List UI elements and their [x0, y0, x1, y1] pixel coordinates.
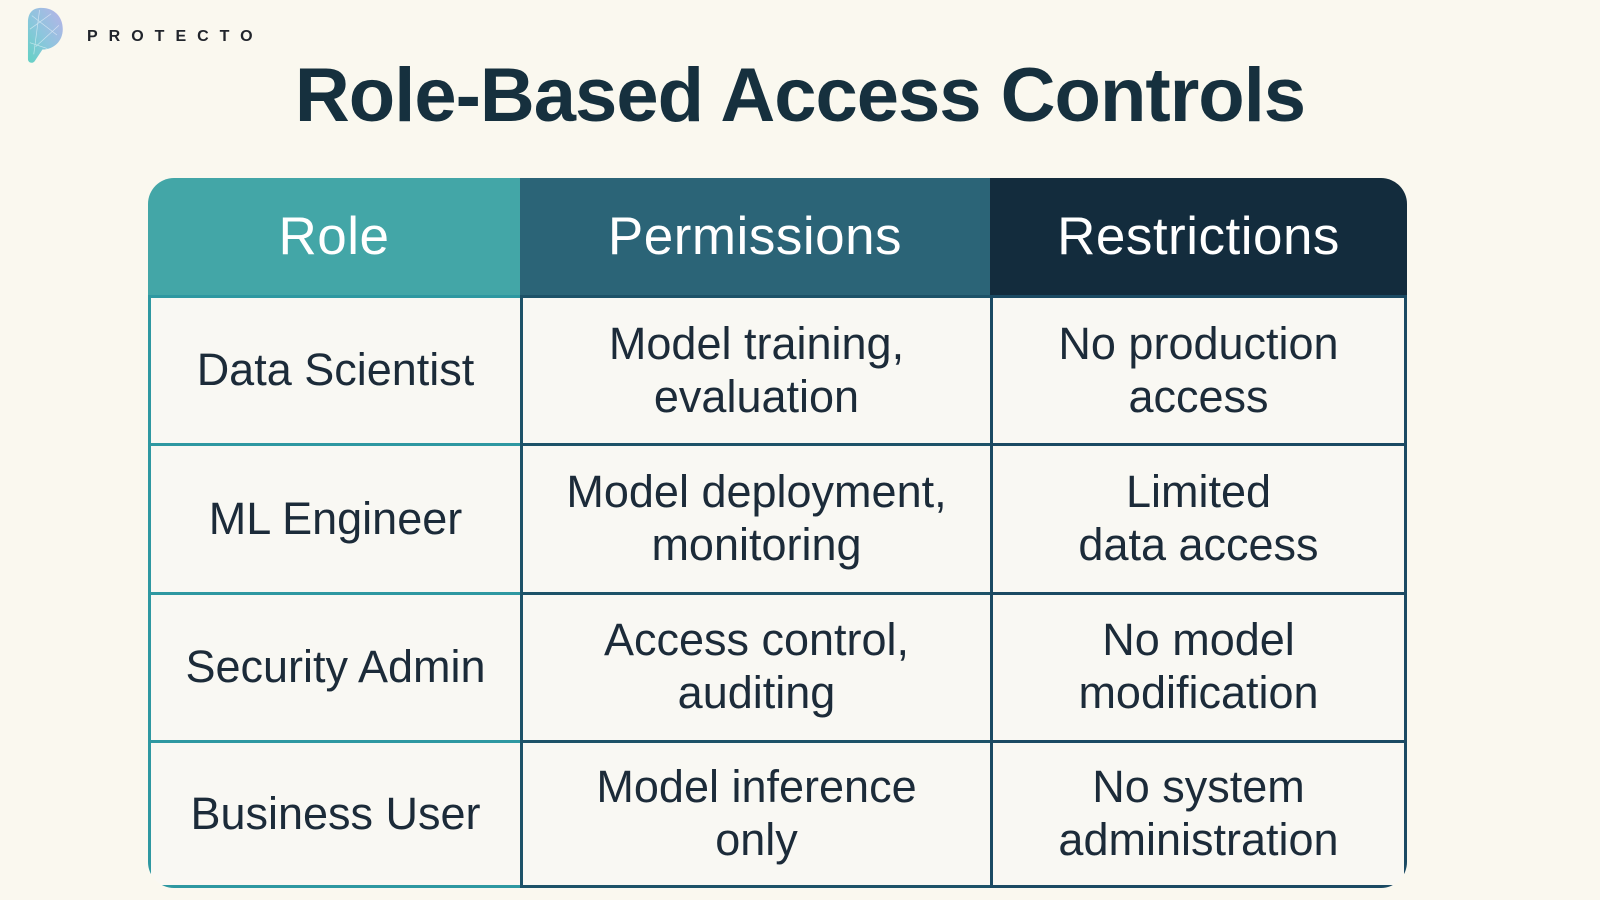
column-header-role: Role: [148, 178, 520, 295]
cell-restrictions-security-admin: No model modification: [990, 591, 1407, 740]
cell-permissions-security-admin: Access control, auditing: [520, 591, 990, 740]
protecto-wordmark: PROTECTO: [87, 28, 264, 45]
cell-role-ml-engineer: ML Engineer: [148, 443, 520, 592]
cell-permissions-data-scientist: Model training, evaluation: [520, 295, 990, 444]
cell-restrictions-data-scientist: No production access: [990, 295, 1407, 444]
protecto-logo: PROTECTO: [18, 6, 264, 64]
cell-role-security-admin: Security Admin: [148, 591, 520, 740]
cell-permissions-business-user: Model inference only: [520, 739, 990, 888]
cell-role-data-scientist: Data Scientist: [148, 295, 520, 444]
cell-role-business-user: Business User: [148, 739, 520, 888]
column-header-permissions: Permissions: [520, 178, 990, 295]
column-header-restrictions: Restrictions: [990, 178, 1407, 295]
cell-restrictions-business-user: No system administration: [990, 739, 1407, 888]
protecto-logo-icon: [27, 7, 63, 63]
rbac-table: Role Permissions Restrictions Data Scien…: [148, 178, 1407, 888]
cell-restrictions-ml-engineer: Limited data access: [990, 443, 1407, 592]
cell-permissions-ml-engineer: Model deployment, monitoring: [520, 443, 990, 592]
page-title: Role-Based Access Controls: [294, 53, 1306, 138]
